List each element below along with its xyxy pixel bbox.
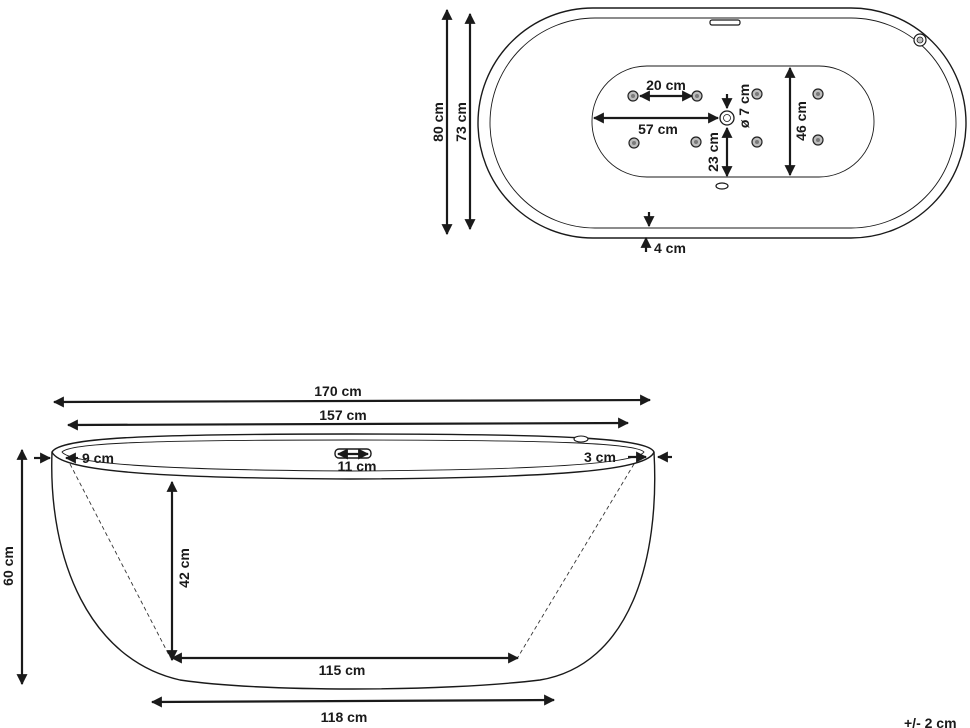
drain-inner <box>723 114 731 122</box>
jet-icon-2 <box>691 90 703 102</box>
side-knob-icon <box>573 435 589 443</box>
label-total-length: 170 cm <box>314 383 361 399</box>
jet-icon-1 <box>627 90 639 102</box>
jet-icon-5 <box>690 136 702 148</box>
label-bottom-inner-length: 115 cm <box>319 662 366 678</box>
label-inner-length-side: 157 cm <box>319 407 366 423</box>
jet-icon-6 <box>751 136 763 148</box>
jet-icon-7 <box>812 88 824 100</box>
side-view-rim <box>51 433 655 480</box>
tolerance-note: +/- 2 cm <box>904 715 957 728</box>
label-inner-length: 73 cm <box>453 102 469 142</box>
top-view-inner-rim <box>489 17 957 229</box>
label-jet-spacing: 20 cm <box>646 77 686 93</box>
label-overflow-width: 11 cm <box>338 458 377 474</box>
control-knob-inner <box>916 36 924 44</box>
label-seat-length: 57 cm <box>638 121 678 137</box>
side-view-body <box>51 451 656 690</box>
label-right-rim: 3 cm <box>584 449 616 465</box>
label-inner-depth: 42 cm <box>176 548 192 588</box>
jet-icon-4 <box>628 137 640 149</box>
jet-icon-8 <box>812 134 824 146</box>
label-left-rim: 9 cm <box>82 450 114 466</box>
label-drain-offset: 23 cm <box>705 132 721 172</box>
label-drain-diameter: ø 7 cm <box>736 84 752 128</box>
label-seat-width: 46 cm <box>793 101 809 141</box>
interior-wall-left <box>69 463 171 658</box>
jet-icon-3 <box>751 88 763 100</box>
side-view: 170 cm 157 cm 9 cm 11 cm 3 cm 60 cm 42 c… <box>0 383 672 725</box>
label-rim-thickness: 4 cm <box>654 240 686 256</box>
label-base-length: 118 cm <box>321 709 368 725</box>
label-total-height: 60 cm <box>0 546 16 586</box>
top-view: 80 cm 73 cm 20 cm 57 cm ø 7 cm 46 cm 23 … <box>430 7 967 256</box>
top-view-outer-rim <box>477 7 967 239</box>
label-outer-length: 80 cm <box>430 102 446 142</box>
top-view-bottom-area <box>591 65 875 178</box>
bottom-outlet-icon <box>715 182 729 190</box>
overflow-slot-icon <box>709 19 741 26</box>
interior-wall-right <box>517 463 635 658</box>
